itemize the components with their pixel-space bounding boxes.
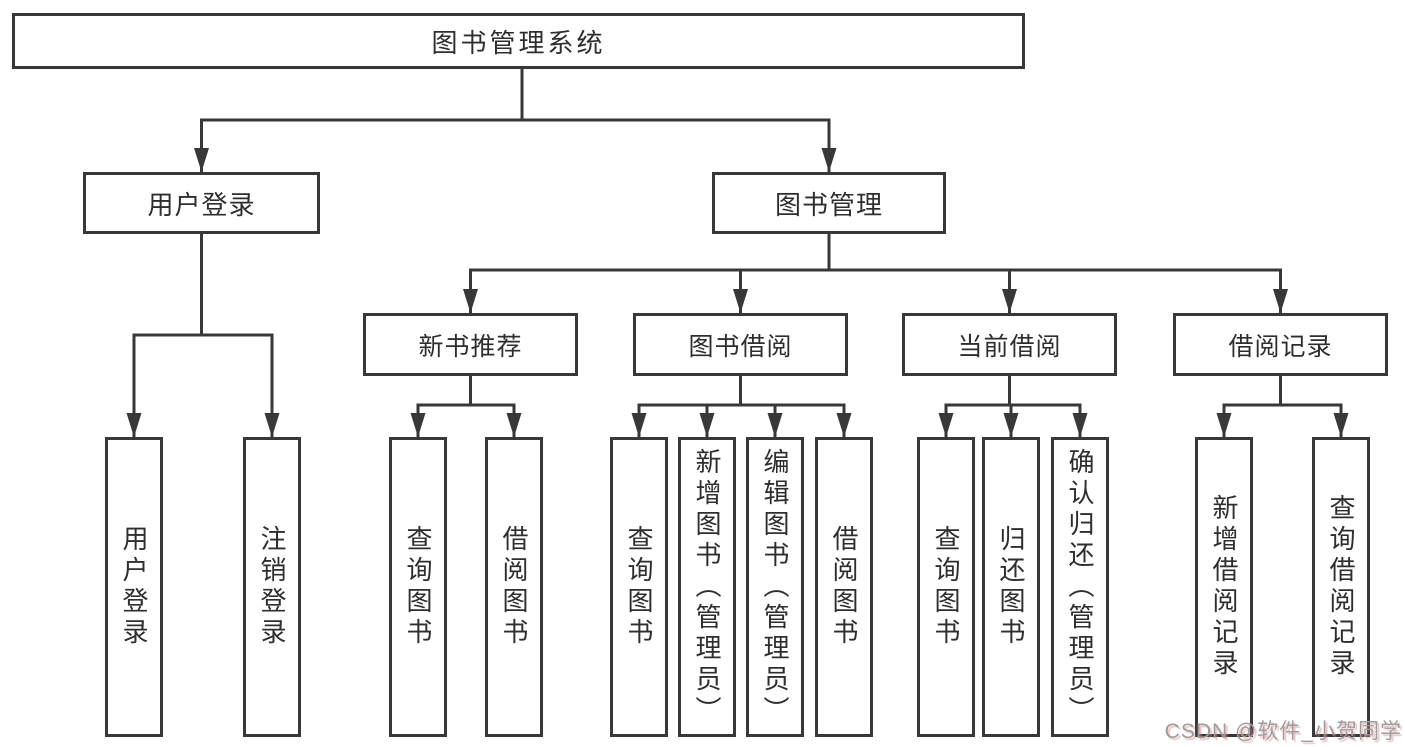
connector-borrow-records-split [1216, 373, 1349, 438]
node-new-book-rec-label: 新书推荐 [418, 332, 523, 361]
node-new-book-rec: 新书推荐 [363, 313, 578, 376]
node-confirm-return-admin: 确认归还（管理员） [1051, 437, 1109, 737]
node-add-books-admin: 新增图书（管理员） [678, 437, 736, 737]
node-query-books-1: 查询图书 [389, 437, 447, 737]
node-label: 借阅图书 [829, 525, 859, 649]
node-query-books-2: 查询图书 [610, 437, 668, 737]
node-root-label: 图书管理系统 [431, 27, 606, 58]
node-label: 查询借阅记录 [1326, 494, 1356, 680]
node-label: 编辑图书（管理员） [760, 447, 790, 727]
node-book-mgmt: 图书管理 [712, 172, 946, 234]
node-label: 查询图书 [931, 525, 961, 649]
node-borrow-records-label: 借阅记录 [1228, 332, 1333, 361]
node-add-borrow-record: 新增借阅记录 [1195, 437, 1253, 737]
node-borrow-books-2: 借阅图书 [815, 437, 873, 737]
node-label: 借阅图书 [499, 525, 529, 649]
node-label: 新增图书（管理员） [692, 447, 722, 727]
node-user-login-label: 用户登录 [147, 189, 256, 220]
node-label: 查询图书 [403, 525, 433, 649]
connector-current-borrow-split [938, 373, 1088, 438]
node-book-borrow-label: 图书借阅 [688, 332, 793, 361]
node-label: 确认归还（管理员） [1065, 447, 1095, 727]
node-edit-books-admin: 编辑图书（管理员） [746, 437, 804, 737]
node-label: 新增借阅记录 [1209, 494, 1239, 680]
connector-user-login-split [126, 231, 280, 438]
node-logout-action: 注销登录 [243, 437, 301, 737]
node-query-borrow-record: 查询借阅记录 [1312, 437, 1370, 737]
node-current-borrow-label: 当前借阅 [957, 332, 1062, 361]
csdn-watermark: CSDN @软件_小贺同学 [1164, 720, 1402, 743]
node-borrow-books-1: 借阅图书 [485, 437, 543, 737]
node-borrow-records: 借阅记录 [1173, 313, 1388, 376]
connector-book-mgmt-split [463, 231, 1288, 314]
connector-root-split [194, 66, 837, 173]
node-root: 图书管理系统 [12, 13, 1025, 69]
node-label: 查询图书 [624, 525, 654, 649]
node-user-login-action: 用户登录 [105, 437, 163, 737]
connector-new-book-rec-split [410, 373, 522, 438]
node-label: 注销登录 [257, 525, 287, 649]
node-label: 归还图书 [996, 525, 1026, 649]
node-return-books: 归还图书 [982, 437, 1040, 737]
node-book-borrow: 图书借阅 [633, 313, 848, 376]
node-query-books-3: 查询图书 [917, 437, 975, 737]
connector-book-borrow-split [631, 373, 852, 438]
node-book-mgmt-label: 图书管理 [774, 189, 883, 220]
node-user-login: 用户登录 [83, 172, 320, 234]
node-label: 用户登录 [119, 525, 149, 649]
node-current-borrow: 当前借阅 [902, 313, 1117, 376]
